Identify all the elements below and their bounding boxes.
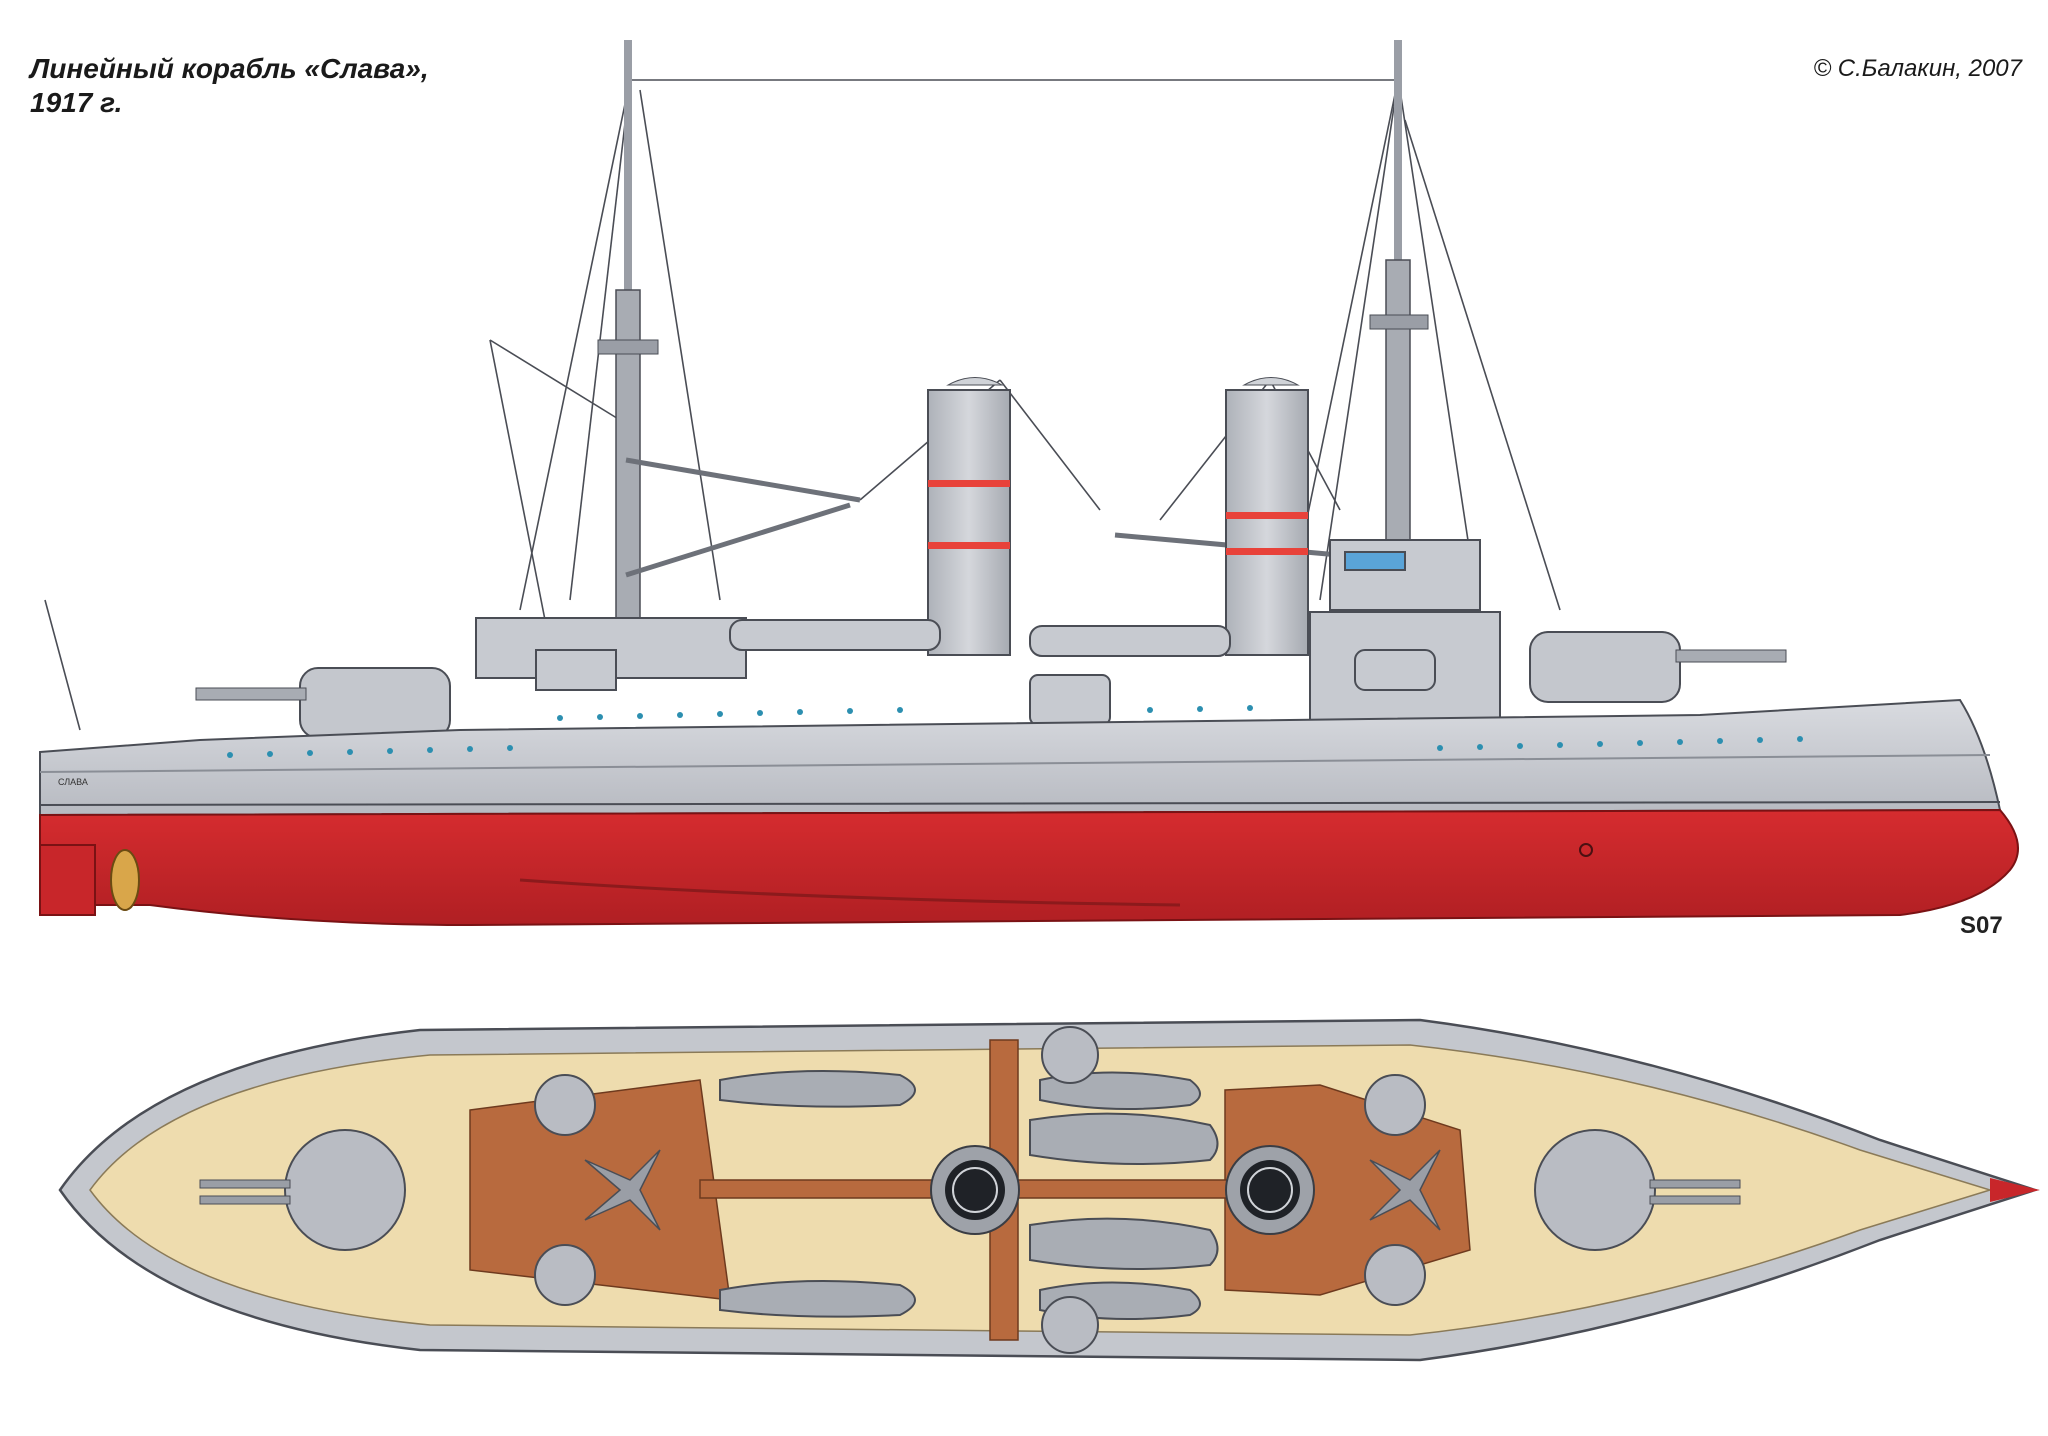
- aft-main-turret: [195, 667, 451, 739]
- upper-hull: [39, 698, 2002, 817]
- plan-mast-stars: [584, 1149, 1441, 1231]
- plan-funnels: [930, 1145, 1315, 1235]
- artist-signature: S07: [1960, 912, 2003, 939]
- hull-name-plate: СЛАВА: [58, 777, 88, 787]
- plan-secondary-turrets: [534, 1026, 1426, 1354]
- propeller: [110, 849, 140, 911]
- plan-fore-turret: [1534, 1129, 1741, 1251]
- main-mast: [597, 40, 861, 671]
- bow-tip: [1990, 1178, 2040, 1202]
- title-line-1: Линейный корабль «Слава»,: [30, 53, 429, 84]
- after-funnel: [1225, 377, 1309, 656]
- portholes: [227, 705, 1803, 758]
- plan-aft-turret: [199, 1129, 406, 1251]
- underwater-hull: [39, 808, 2019, 927]
- fore-main-turret: [1529, 631, 1787, 703]
- title-line-2: 1917 г.: [30, 87, 123, 118]
- rudder: [39, 844, 96, 916]
- forward-funnel: [927, 377, 1011, 656]
- plan-view: [58, 1018, 2040, 1362]
- copyright-note: © С.Балакин, 2007: [1813, 55, 2022, 82]
- rigging-lines: [44, 79, 1561, 731]
- drawing-title: Линейный корабль «Слава», 1917 г.: [30, 52, 429, 120]
- side-profile-view: СЛАВА: [39, 40, 2019, 927]
